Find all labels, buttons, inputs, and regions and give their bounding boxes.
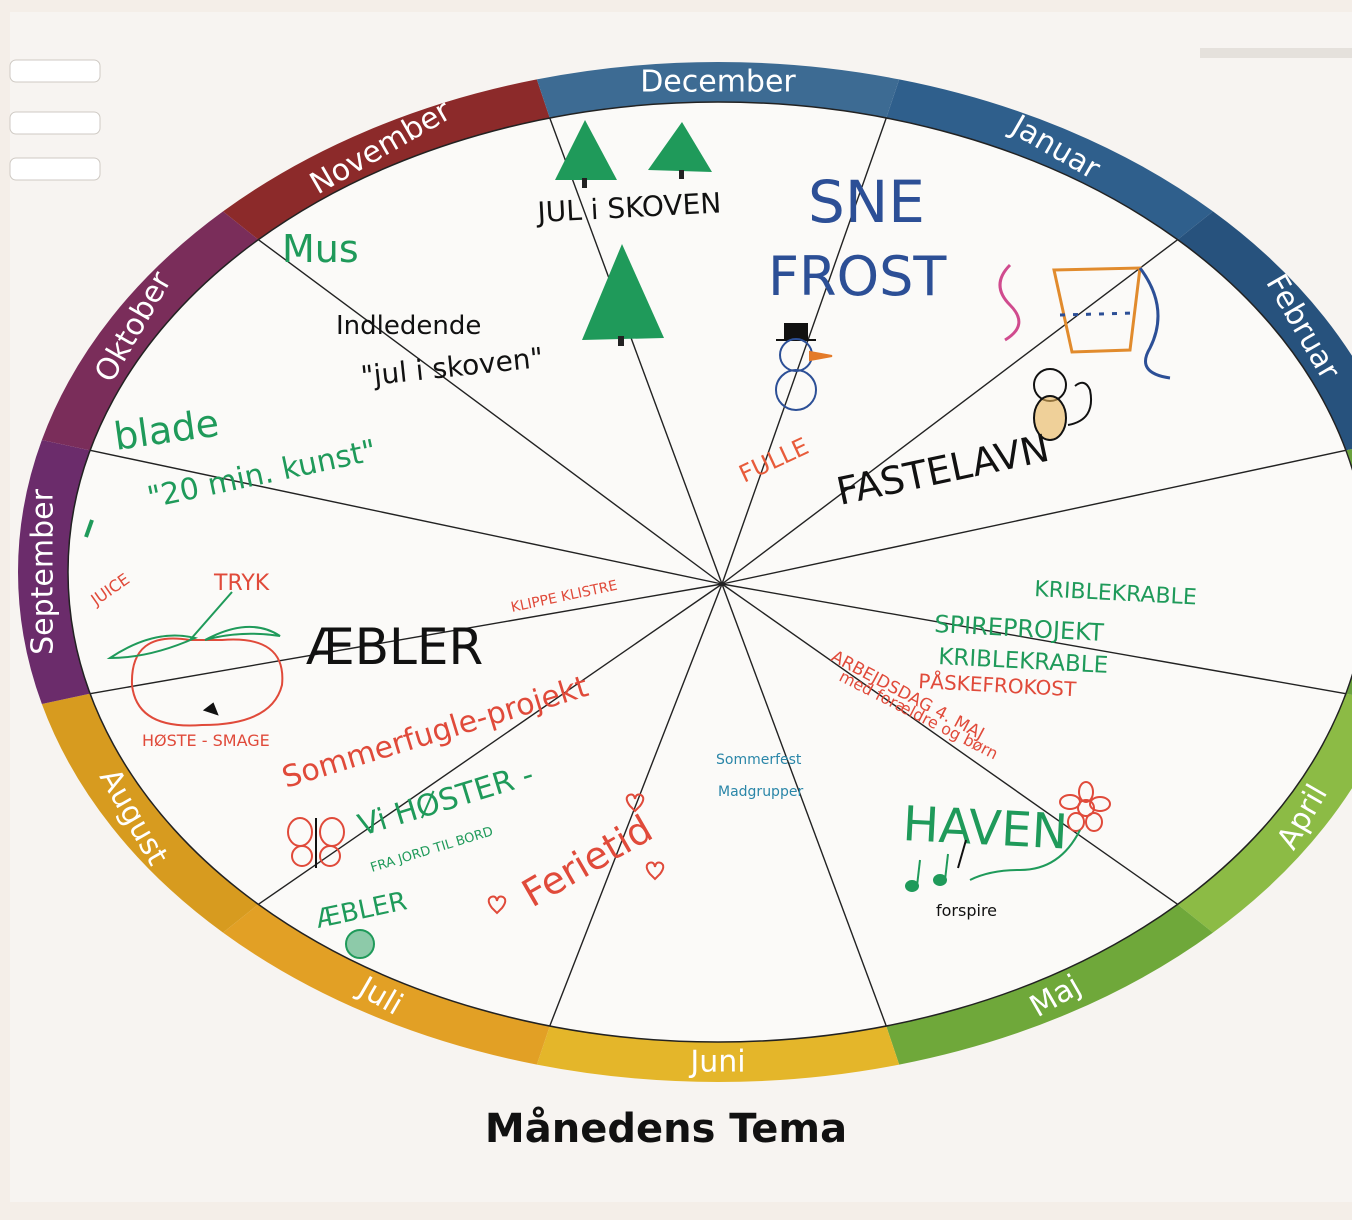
month-label-december: December	[640, 65, 796, 100]
juni-note-1: Sommerfest	[716, 752, 802, 768]
januar-note-frost: FROST	[768, 245, 947, 308]
maj-note-3: HAVEN	[901, 796, 1069, 861]
month-divider	[721, 583, 1346, 695]
music-note-icon	[905, 839, 967, 892]
month-divider	[90, 583, 723, 695]
juni-note-2: Madgrupper	[718, 784, 803, 800]
apple-icon	[106, 591, 284, 727]
november-section: Mus Indledende "jul i skoven"	[282, 227, 545, 393]
januar-note-sne: SNE	[808, 168, 925, 236]
butterfly-icon	[287, 817, 345, 868]
apple-icon	[345, 929, 375, 959]
month-band-februar	[1177, 211, 1352, 451]
marker-stroke	[84, 519, 94, 538]
month-band-december	[536, 62, 900, 119]
month-divider	[549, 583, 723, 1027]
november-note-1: Mus	[282, 227, 359, 271]
maj-note-4: forspire	[936, 901, 997, 920]
month-label-juni: Juni	[688, 1045, 745, 1080]
month-band-oktober	[41, 211, 259, 451]
month-band-juli	[223, 904, 550, 1065]
month-divider	[721, 583, 887, 1027]
drum-icon	[998, 263, 1171, 380]
september-note-hoste: HØSTE - SMAGE	[142, 731, 270, 750]
heart-icon	[487, 793, 665, 915]
month-divider	[721, 239, 1179, 585]
month-band-januar	[886, 79, 1213, 240]
month-divider	[721, 583, 1179, 905]
month-band-september	[17, 440, 91, 704]
month-divider	[721, 449, 1346, 585]
september-note-tryk: TRYK	[213, 571, 270, 596]
wall-hooks	[9, 59, 101, 181]
september-note-aebler: ÆBLER	[306, 618, 483, 676]
flower-icon	[969, 781, 1111, 881]
page-title: Månedens Tema	[485, 1105, 847, 1152]
month-band-juni	[536, 1025, 900, 1082]
board-tray	[1200, 48, 1352, 58]
month-band-august	[41, 693, 259, 933]
november-note-2: Indledende	[336, 311, 481, 341]
month-label-september: September	[26, 488, 61, 654]
month-ring	[17, 62, 1352, 1082]
month-wheel: JanuarFebruarMartsAprilMajJuniJuliAugust…	[17, 62, 1352, 1082]
month-dividers	[90, 117, 1346, 1027]
month-band-maj	[886, 904, 1213, 1065]
month-divider	[257, 583, 723, 905]
cat-icon	[1033, 368, 1092, 441]
juni-section: Sommerfest Madgrupper	[716, 752, 803, 800]
september-section: ÆBLER TRYK JUICE HØSTE - SMAGE KLIPPE KL…	[87, 569, 619, 750]
month-band-april	[1177, 693, 1352, 933]
month-band-november	[223, 79, 550, 240]
month-divider	[721, 117, 887, 585]
month-divider	[90, 449, 723, 585]
month-divider	[549, 117, 723, 585]
snowman-icon	[775, 323, 833, 411]
december-section: JUL i SKOVEN	[535, 120, 722, 346]
wheel-center	[720, 582, 724, 586]
month-divider	[257, 239, 723, 585]
tree-icon	[555, 120, 712, 346]
